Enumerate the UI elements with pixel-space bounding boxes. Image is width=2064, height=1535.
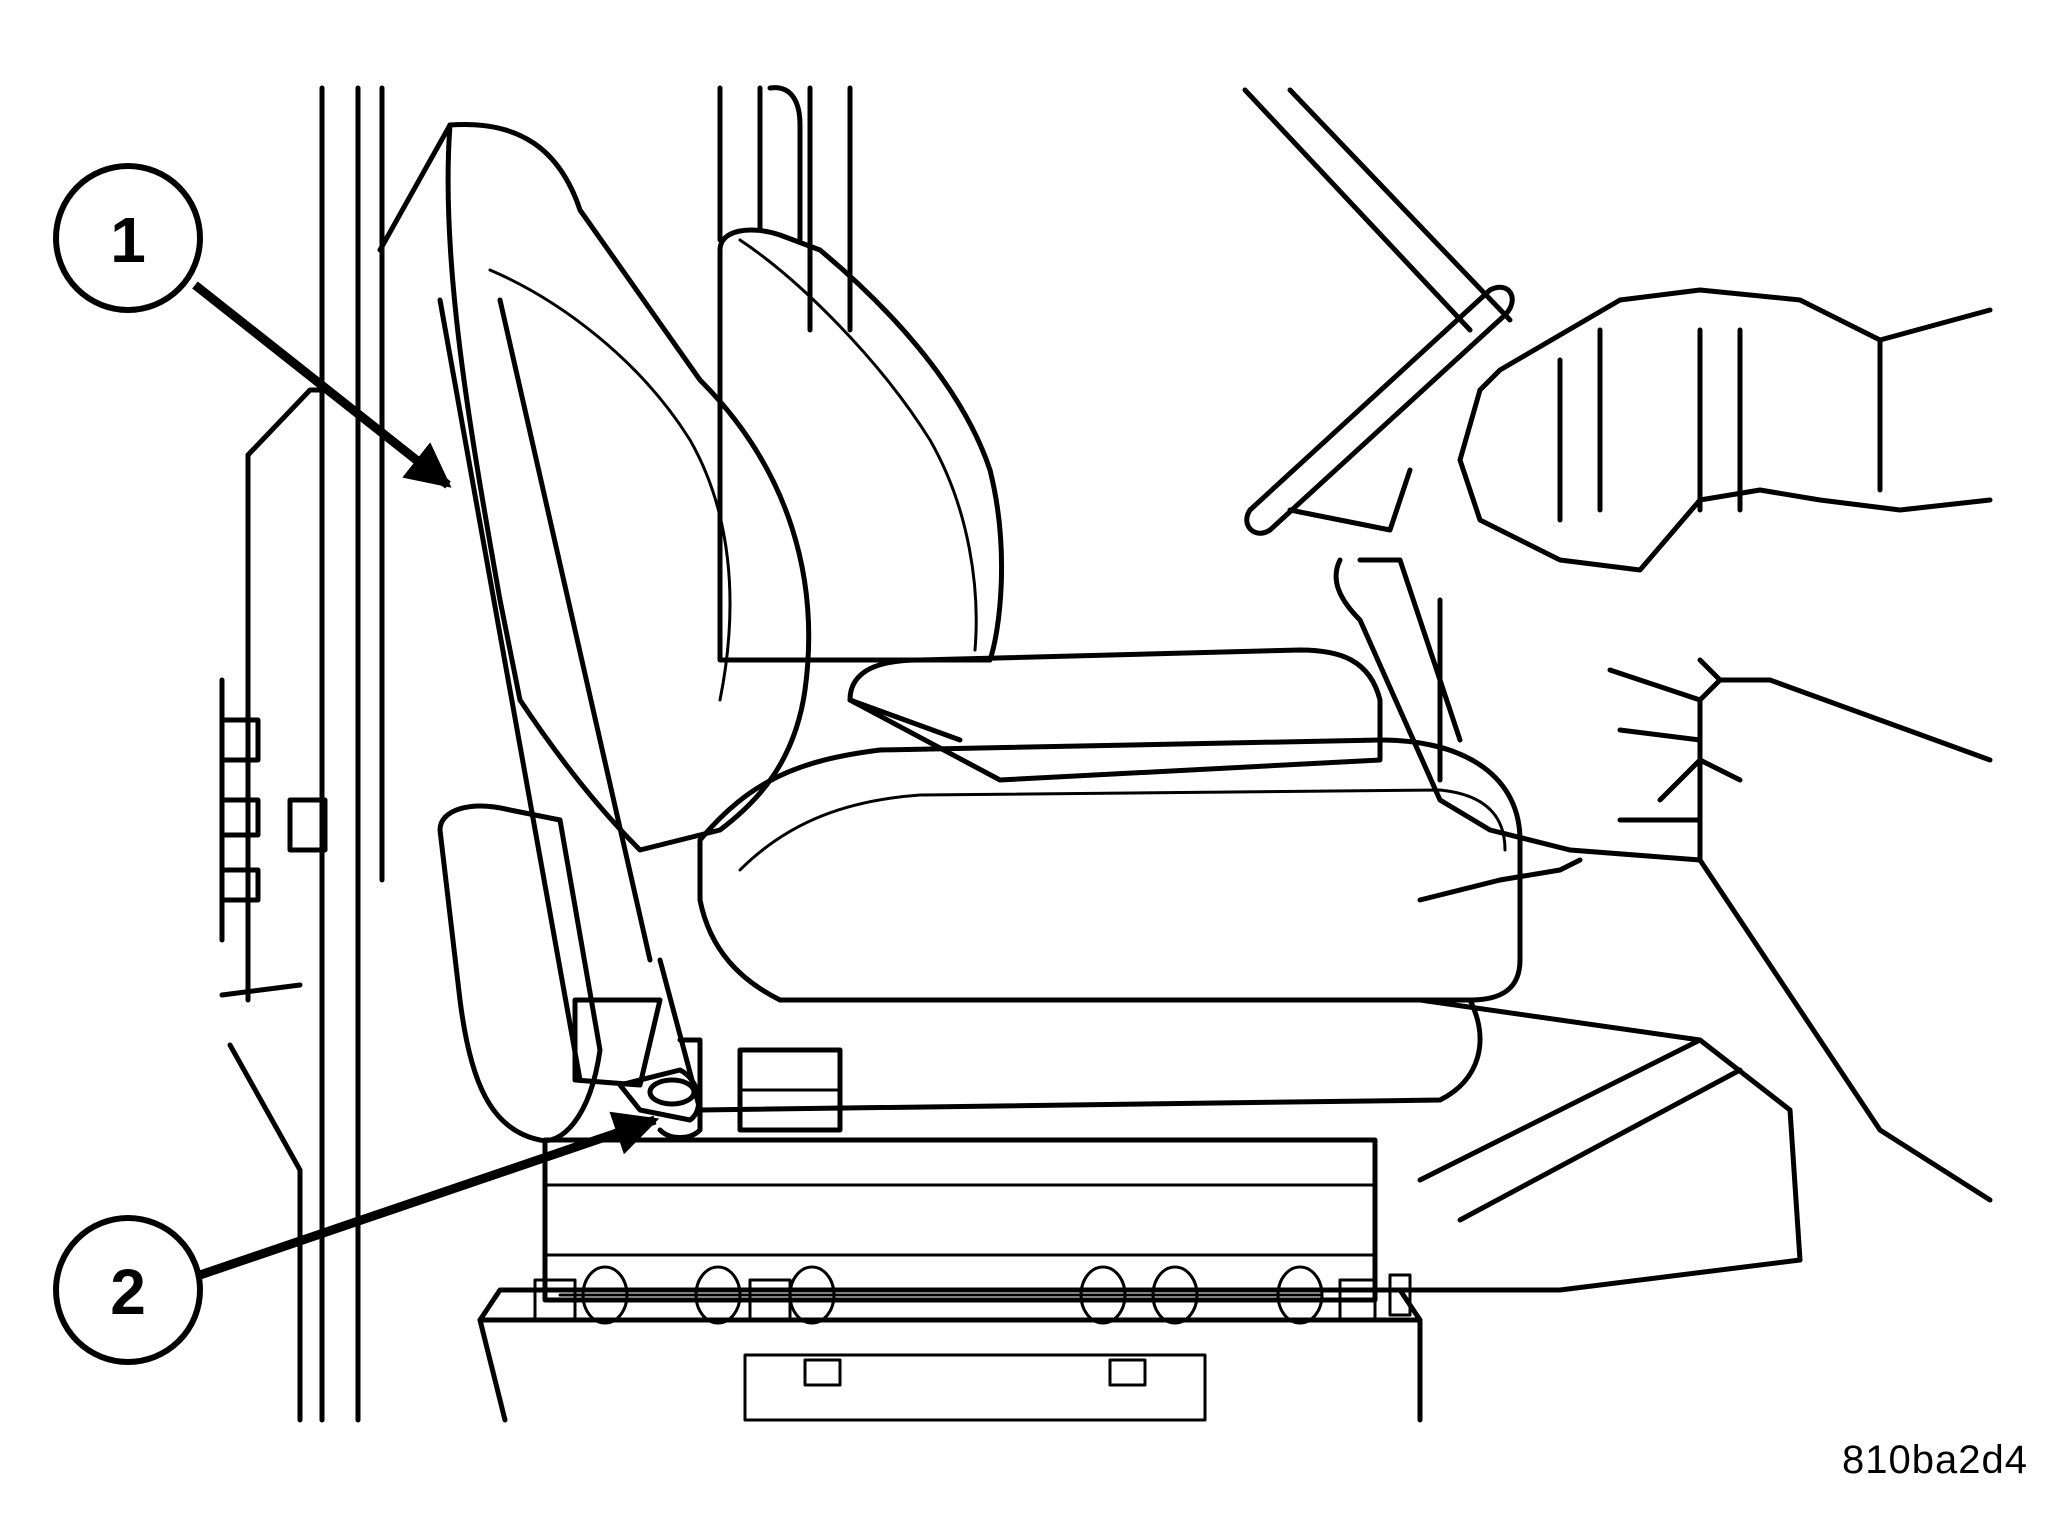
callout-1-arrow: [192, 281, 452, 489]
callout-2: 2: [53, 1215, 203, 1365]
callout-2-arrow: [198, 1111, 660, 1280]
seat-cushion: [657, 737, 1523, 1113]
seat-side-trim: [437, 803, 603, 1144]
belt-anchor: [617, 1037, 843, 1140]
seat-belt-webbing: [377, 122, 663, 1088]
callout-1-label: 1: [110, 204, 146, 276]
console: [1242, 87, 1993, 1293]
seat-back: [445, 121, 812, 853]
seat-base: [477, 1137, 1423, 1423]
figure-id: 810ba2d4: [1842, 1438, 2028, 1482]
passenger-seat-cushion: [847, 647, 1383, 783]
b-pillar: [219, 85, 385, 1423]
callout-arrows: [192, 281, 660, 1280]
base-fasteners: [533, 1265, 1412, 1325]
callout-2-label: 2: [110, 1256, 146, 1328]
callout-1: 1: [53, 163, 203, 313]
passenger-seat-back: [717, 85, 1005, 663]
